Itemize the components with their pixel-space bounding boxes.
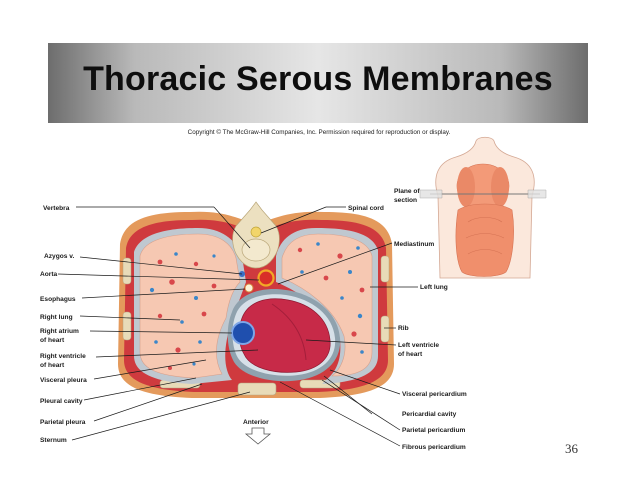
label-visceral-pericardium: Visceral pericardium [402,391,467,398]
title-bar: Thoracic Serous Membranes [48,43,588,123]
label-right-atrium-line2: of heart [40,337,65,344]
label-aorta: Aorta [40,271,58,278]
label-plane-line1: Plane of [394,188,420,195]
label-spinal-cord: Spinal cord [348,205,384,212]
copyright-notice: Copyright © The McGraw-Hill Companies, I… [187,129,451,136]
right-atrium [231,321,255,345]
heart [231,298,331,373]
spinal-cord [250,226,262,238]
sternum [237,382,277,396]
label-azygos-vein: Azygos v. [44,253,74,260]
right-lung [139,233,241,379]
label-fibrous-pericardium: Fibrous pericardium [402,444,466,451]
label-mediastinum: Mediastinum [394,241,434,248]
label-right-atrium-line1: Right atrium [40,328,79,335]
label-sternum: Sternum [40,437,67,444]
label-pericardial-cavity: Pericardial cavity [402,411,457,418]
aorta [257,269,275,287]
label-visceral-pleura: Visceral pleura [40,377,87,384]
label-left-lung: Left lung [420,284,448,291]
label-rib: Rib [398,325,409,332]
label-right-lung: Right lung [40,314,73,321]
label-vertebra: Vertebra [43,205,70,212]
anterior-arrow [244,427,272,445]
label-right-ventricle-line1: Right ventricle [40,353,86,360]
label-parietal-pleura: Parietal pleura [40,419,86,426]
page-number: 36 [565,441,578,456]
label-left-ventricle-line1: Left ventricle [398,342,439,349]
left-lung [281,233,373,377]
label-parietal-pericardium: Parietal pericardium [402,427,466,434]
label-plane-line2: section [394,197,417,204]
label-anterior: Anterior [243,419,269,426]
label-esophagus: Esophagus [40,296,76,303]
torso-inset-illustration [419,136,547,279]
vertebra [232,201,280,269]
esophagus [244,283,254,293]
label-pleural-cavity: Pleural cavity [40,398,83,405]
label-left-ventricle-line2: of heart [398,351,423,358]
leader-lines [57,206,418,447]
label-right-ventricle-line2: of heart [40,362,65,369]
slide-title: Thoracic Serous Membranes [83,60,553,98]
mediastinal-vessels [239,269,275,293]
